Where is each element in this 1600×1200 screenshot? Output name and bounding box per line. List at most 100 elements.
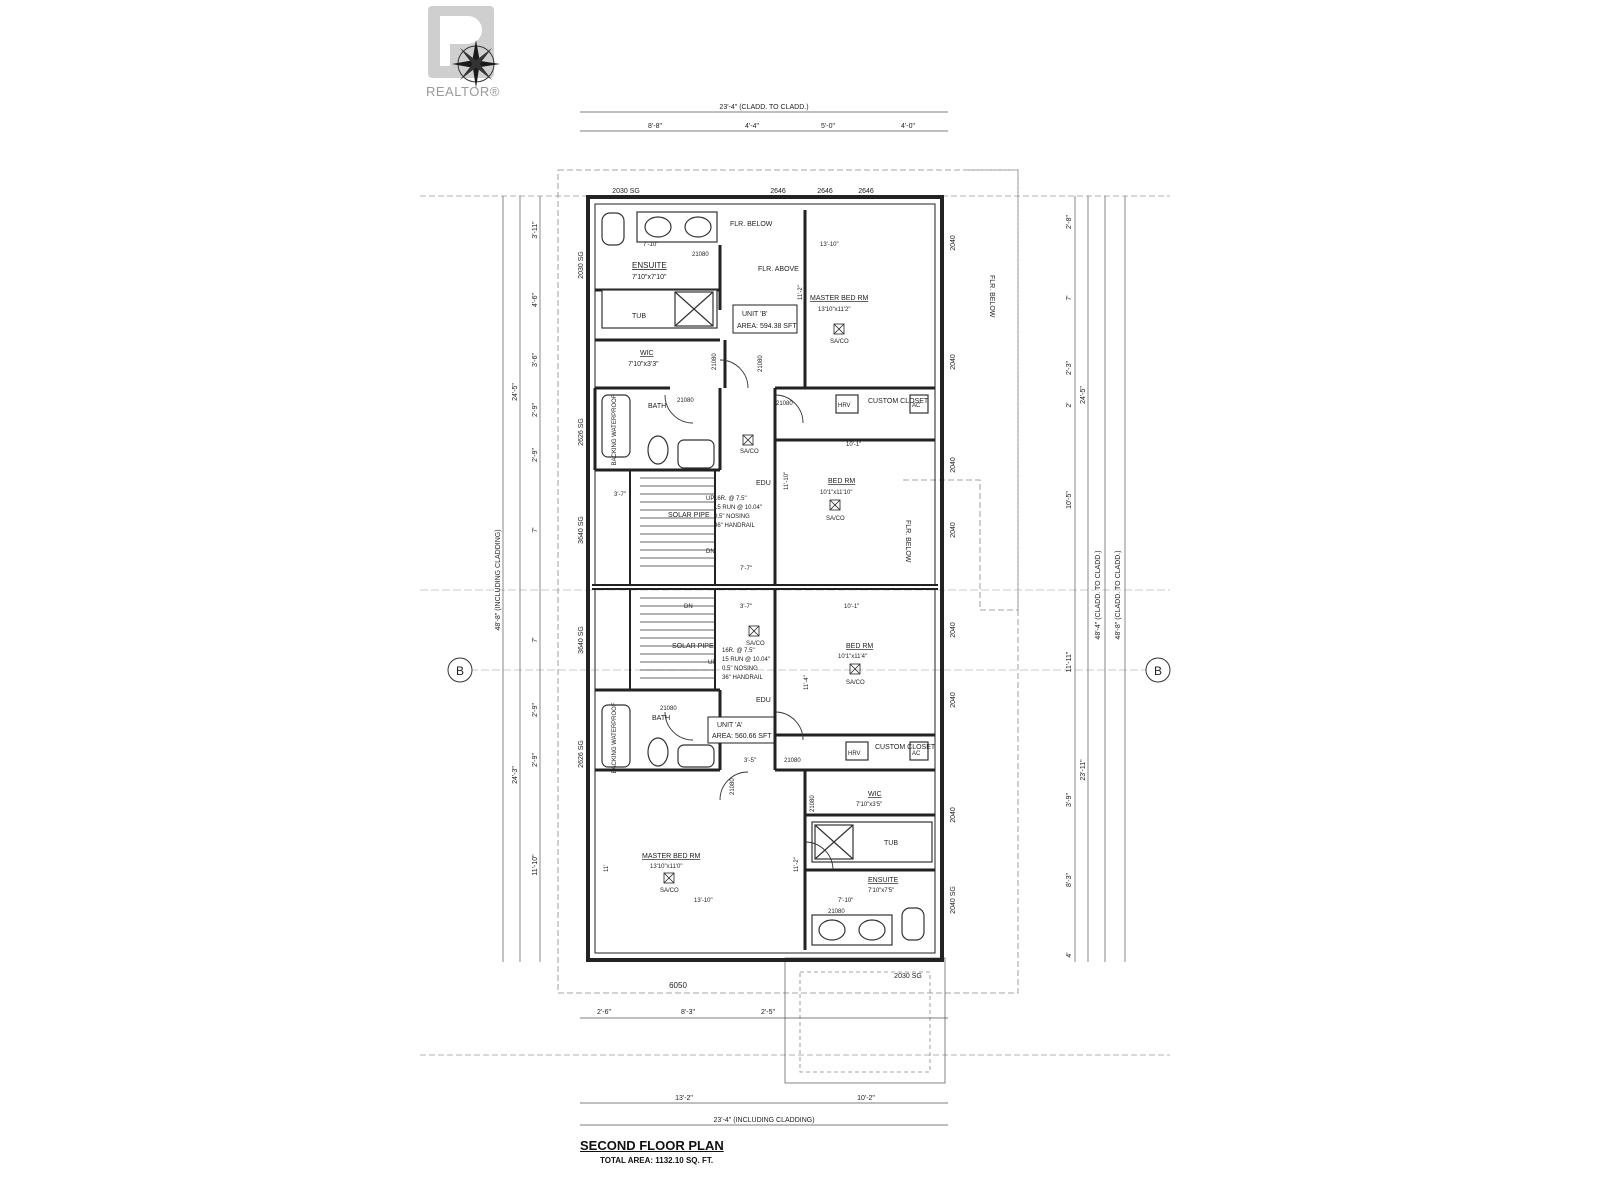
smoke-detector-icon [833, 323, 845, 335]
window-label: 2040 [950, 622, 957, 638]
realtor-compass-icon [428, 6, 500, 88]
unit-a-dim: 11'-2" [794, 857, 800, 872]
sink-b [677, 439, 715, 469]
unit-b-dim: 11'-2" [798, 285, 804, 300]
dim-left-seg: 4'-6" [532, 293, 539, 307]
window-label: 2030 SG [894, 973, 922, 980]
dim-bottom-seg-2: 8'-3" [681, 1009, 695, 1016]
dim-left-overall: 48'-8" (INCLUDING CLADDING) [495, 529, 502, 630]
unit-b-hrv: HRV [838, 403, 851, 409]
unit-b-stairs-2: 15 RUN @ 10.04" [714, 505, 762, 511]
plan-subtitle: TOTAL AREA: 1132.10 SQ. FT. [600, 1156, 714, 1165]
section-marker-right-label: B [1154, 664, 1162, 678]
unit-a-area: AREA: 560.66 SFT [712, 733, 772, 740]
unit-a-dim: 10'-1" [844, 604, 859, 610]
dim-left-half-top: 24'-5" [512, 383, 519, 401]
dim-left-seg: 2'-9" [532, 753, 539, 767]
smoke-detector-label: SA/CO [826, 516, 845, 522]
unit-b-solar: SOLAR PIPE [668, 512, 710, 519]
dim-bottom-pair-2: 10'-2" [857, 1095, 875, 1102]
unit-a-solar: SOLAR PIPE [672, 643, 714, 650]
dim-top-seg-4: 4'-0" [901, 123, 915, 130]
unit-a-wic-label: WIC [868, 791, 882, 798]
window-label: 2040 SG [950, 886, 957, 914]
unit-a-dn: DN [684, 604, 693, 610]
exterior-wall [586, 195, 944, 962]
unit-a-stairs-1: 16R. @ 7.5" [722, 648, 755, 654]
unit-a-edu: EDU [756, 697, 771, 704]
dim-right-half-top: 24'-5" [1080, 386, 1087, 404]
unit-b-tub-label: TUB [632, 313, 646, 320]
dim-right-seg: 10'-5" [1066, 491, 1073, 509]
unit-a-ensuite-label: ENSUITE [868, 877, 899, 884]
dim-bottom-overall: 23'-4" (INCLUDING CLADDING) [713, 1117, 814, 1124]
door-label: 21080 [677, 398, 694, 404]
door-swing [774, 394, 804, 424]
window-label: 2626 SG [578, 418, 585, 446]
unit-b-label: UNIT 'B' [742, 311, 768, 318]
exterior-wall-inner [594, 203, 936, 954]
dim-right-seg: 7' [1066, 295, 1073, 300]
dim-top-overall: 23'-4" (CLADD. TO CLADD.) [719, 104, 808, 111]
flr-below-right-label: FLR. BELOW [988, 275, 995, 318]
door-swing [719, 359, 749, 389]
unit-b-stairs-3: 0.5" NOSING [714, 514, 750, 520]
unit-b-dim: 7'-7" [740, 566, 752, 572]
dim-right-seg: 2'-3" [1066, 361, 1073, 375]
unit-b-bath-label: BATH [648, 403, 666, 410]
toilet-b2 [647, 435, 669, 465]
dim-right-overall-b: 48'-8" (CLADD. TO CLADD.) [1115, 550, 1122, 639]
unit-a-stairs-4: 36" HANDRAIL [722, 675, 763, 681]
section-marker-left [447, 657, 473, 683]
door-label: 21080 [758, 355, 764, 372]
smoke-detector-label: SA/CO [660, 888, 679, 894]
unit-a-dim: 11' [604, 865, 610, 872]
door-label: 21080 [712, 353, 718, 370]
unit-a-bath-label: BATH [652, 715, 670, 722]
dim-left-seg: 3'-11" [532, 221, 539, 239]
dim-left-seg: 2'-9" [532, 703, 539, 717]
unit-b-bed-size: 10'1"x11'10" [820, 490, 852, 496]
window-label: 2040 [950, 807, 957, 823]
toilet-b [601, 212, 625, 246]
realtor-wordmark: REALTOR® [426, 84, 500, 99]
door-swing [664, 394, 694, 424]
unit-a-label: UNIT 'A' [717, 722, 743, 729]
hrv-box-a [845, 741, 869, 761]
dim-top-seg-2: 4'-4" [745, 123, 759, 130]
window-label: 2626 SG [578, 740, 585, 768]
smoke-detector-label: SA/CO [846, 680, 865, 686]
dim-left-seg: 3'-6" [532, 353, 539, 367]
dim-bottom-pair-1: 13'-2" [675, 1095, 693, 1102]
door-label: 21080 [730, 778, 736, 795]
realtor-logo [428, 6, 520, 110]
section-marker-left-label: B [456, 664, 464, 678]
window-label: 2040 [950, 235, 957, 251]
door-swing [774, 711, 804, 741]
door-label: 21080 [776, 401, 793, 407]
smoke-detector-icon [742, 434, 754, 446]
dim-right-seg: 11'-11" [1066, 651, 1073, 672]
unit-b-stairs-1: 16R. @ 7.5" [714, 496, 747, 502]
window-label: 2040 [950, 457, 957, 473]
unit-b-wic-label: WIC [640, 350, 654, 357]
section-marker-right [1145, 657, 1171, 683]
smoke-detector-label: SA/CO [830, 339, 849, 345]
stair-b [640, 477, 715, 567]
window-label: 2040 [950, 354, 957, 370]
unit-a-master-size: 13'10"x11'0" [650, 864, 682, 870]
unit-a-dim: 3'-7" [740, 604, 752, 610]
dim-left-seg: 2'-9" [532, 448, 539, 462]
window-label: 3640 SG [578, 516, 585, 544]
unit-b-backing-label: BACKING WATERPROOF [612, 394, 618, 465]
unit-b-closet-label: CUSTOM CLOSET [868, 398, 929, 405]
dim-right-seg: 4' [1066, 952, 1073, 957]
unit-a-ac: AC [912, 751, 921, 757]
dim-right-seg: 3'-9" [1066, 793, 1073, 807]
window-label: 2040 [950, 692, 957, 708]
door-label: 21080 [828, 909, 845, 915]
door-label: 21080 [692, 252, 709, 258]
unit-b-area: AREA: 594.38 SFT [737, 323, 797, 330]
hrv-box-b [835, 394, 859, 414]
